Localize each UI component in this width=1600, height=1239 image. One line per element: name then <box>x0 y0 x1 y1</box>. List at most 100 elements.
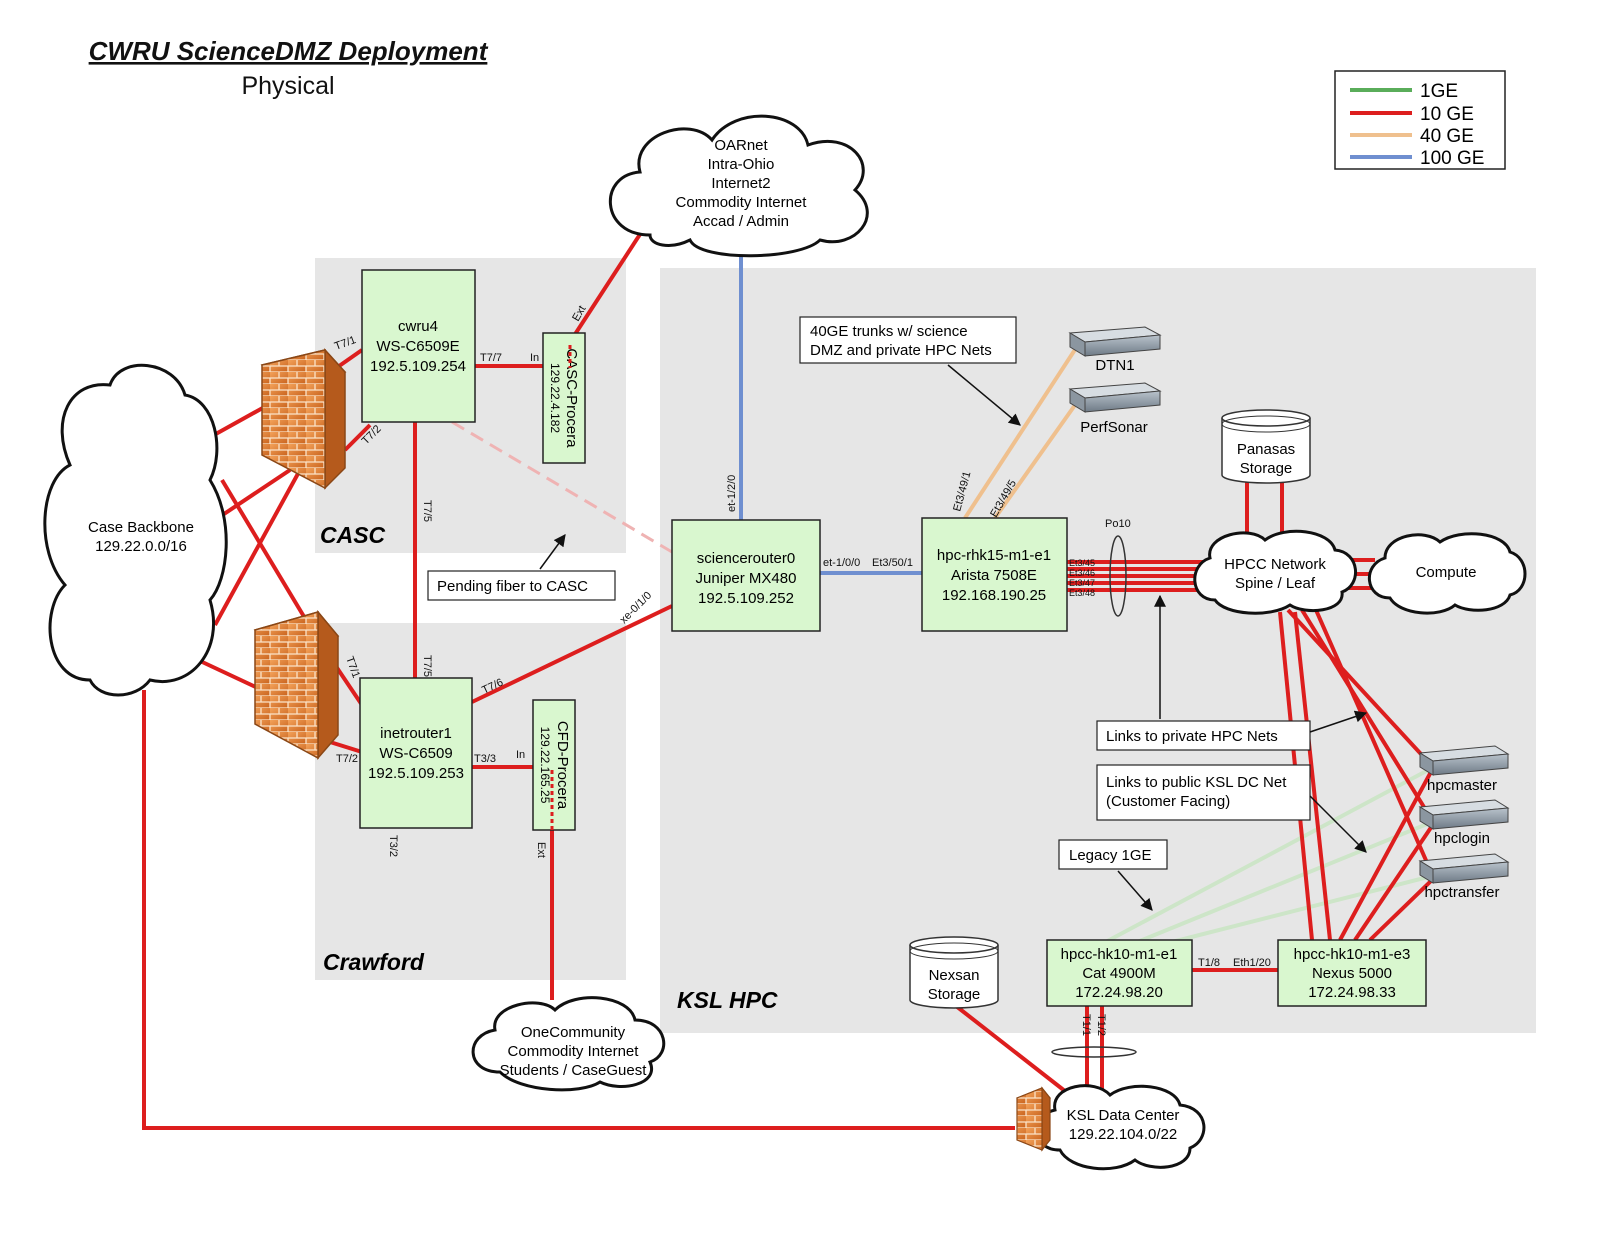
port-t1-8: T1/8 <box>1198 957 1220 969</box>
backbone-name: Case Backbone <box>88 519 194 536</box>
callout-legacy: Legacy 1GE <box>1058 839 1168 911</box>
cat-model: Cat 4900M <box>1082 965 1155 982</box>
cat-ip: 172.24.98.20 <box>1075 984 1163 1001</box>
node-nexus5000[interactable]: hpcc-hk10-m1-e3 Nexus 5000 172.24.98.33 <box>1277 939 1427 1007</box>
cloud-ksl-data-center: KSL Data Center 129.22.104.0/22 <box>1035 1084 1206 1171</box>
legend: 1GE 10 GE 40 GE 100 GE <box>1334 70 1506 170</box>
compute-label: Compute <box>1416 564 1477 581</box>
port-et3-45: Et3/45 <box>1069 558 1095 568</box>
server-hpcmaster-icon[interactable]: hpcmaster <box>1418 745 1510 794</box>
zone-ksl-hpc <box>660 268 1536 1033</box>
port-t7-7: T7/7 <box>480 352 502 364</box>
arista-model: Arista 7508E <box>951 567 1037 584</box>
callout-public-line-1: Links to public KSL DC Net <box>1106 774 1287 791</box>
legend-10ge-label: 10 GE <box>1420 104 1474 125</box>
port-et3-47: Et3/47 <box>1069 578 1095 588</box>
links-100ge <box>739 248 922 575</box>
port-t3-3: T3/3 <box>474 753 496 765</box>
ksldc-subnet: 129.22.104.0/22 <box>1069 1126 1177 1143</box>
oarnet-line-4: Commodity Internet <box>676 194 808 211</box>
sciencerouter0-ip: 192.5.109.252 <box>698 590 794 607</box>
callout-legacy-text: Legacy 1GE <box>1069 847 1152 864</box>
port-t3-2: T3/2 <box>387 835 399 857</box>
node-cfd-procera[interactable]: CFD-Procera 129.22.165.25 <box>532 699 576 831</box>
server-perfsonar-icon[interactable]: PerfSonar <box>1068 382 1162 436</box>
node-arista[interactable]: hpc-rhk15-m1-e1 Arista 7508E 192.168.190… <box>921 517 1068 632</box>
port-t7-5-lower: T7/5 <box>421 655 433 677</box>
panasas-line-1: Panasas <box>1237 441 1295 458</box>
inetrouter1-ip: 192.5.109.253 <box>368 765 464 782</box>
node-inetrouter1[interactable]: inetrouter1 WS-C6509 192.5.109.253 <box>359 677 473 829</box>
callout-private-text: Links to private HPC Nets <box>1106 728 1278 745</box>
perfsonar-label: PerfSonar <box>1080 419 1148 436</box>
onecommunity-line-3: Students / CaseGuest <box>500 1062 648 1079</box>
node-casc-procera[interactable]: CASC-Procera 129.22.4.182 <box>542 332 586 464</box>
oarnet-line-2: Intra-Ohio <box>708 156 775 173</box>
node-sciencerouter0[interactable]: sciencerouter0 Juniper MX480 192.5.109.2… <box>671 519 821 632</box>
port-t1-2: T1/2 <box>1095 1014 1107 1036</box>
links-1ge-legacy <box>1099 766 1433 947</box>
onecommunity-line-1: OneCommunity <box>521 1024 626 1041</box>
nexus-ip: 172.24.98.33 <box>1308 984 1396 1001</box>
zone-crawford-label: Crawford <box>323 949 425 975</box>
oarnet-line-5: Accad / Admin <box>693 213 789 230</box>
arista-ip: 192.168.190.25 <box>942 587 1046 604</box>
sciencerouter0-model: Juniper MX480 <box>696 570 797 587</box>
cloud-hpcc-network: HPCC Network Spine / Leaf <box>1193 529 1358 615</box>
port-t1-1: T1/1 <box>1080 1014 1092 1036</box>
callout-trunks-line-2: DMZ and private HPC Nets <box>810 342 992 359</box>
legend-40ge-label: 40 GE <box>1420 126 1474 147</box>
node-cat4900m[interactable]: hpcc-hk10-m1-e1 Cat 4900M 172.24.98.20 <box>1046 939 1193 1007</box>
callout-private: Links to private HPC Nets <box>1096 594 1368 751</box>
callout-trunks-line-1: 40GE trunks w/ science <box>810 323 968 340</box>
firewall-casc-icon <box>260 348 347 490</box>
hpcmaster-label: hpcmaster <box>1427 777 1497 794</box>
oarnet-line-1: OARnet <box>714 137 768 154</box>
hpcc-line-2: Spine / Leaf <box>1235 575 1316 592</box>
sciencerouter0-name: sciencerouter0 <box>697 550 795 567</box>
firewall-ksl-icon <box>1016 1086 1051 1152</box>
backbone-subnet: 129.22.0.0/16 <box>95 538 187 555</box>
nexus-model: Nexus 5000 <box>1312 965 1392 982</box>
port-et3-48: Et3/48 <box>1069 588 1095 598</box>
hpctransfer-label: hpctransfer <box>1424 884 1499 901</box>
dtn1-label: DTN1 <box>1095 357 1134 374</box>
callout-trunks: 40GE trunks w/ science DMZ and private H… <box>799 316 1021 426</box>
port-t7-2-crawford: T7/2 <box>336 753 358 765</box>
port-eth1-20: Eth1/20 <box>1233 957 1271 969</box>
inetrouter1-model: WS-C6509 <box>379 745 452 762</box>
cloud-onecommunity: OneCommunity Commodity Internet Students… <box>471 996 666 1092</box>
legend-1ge-label: 1GE <box>1420 81 1458 102</box>
storage-panasas-icon: Panasas Storage <box>1221 409 1311 484</box>
firewall-crawford-icon <box>253 609 340 761</box>
storage-nexsan-icon: Nexsan Storage <box>909 936 999 1009</box>
port-po10: Po10 <box>1105 518 1131 530</box>
page-title: CWRU ScienceDMZ Deployment <box>89 36 489 66</box>
inetrouter1-name: inetrouter1 <box>380 725 452 742</box>
port-t7-5-upper: T7/5 <box>421 500 433 522</box>
po10-bundle <box>1109 535 1127 617</box>
links-40ge <box>963 340 1082 520</box>
oarnet-line-3: Internet2 <box>711 175 770 192</box>
server-hpctransfer-icon[interactable]: hpctransfer <box>1418 853 1510 901</box>
onecommunity-line-2: Commodity Internet <box>508 1043 640 1060</box>
port-et-1-2-0: et-1/2/0 <box>726 475 738 512</box>
cloud-oarnet: OARnet Intra-Ohio Internet2 Commodity In… <box>608 114 869 258</box>
callout-pending: Pending fiber to CASC <box>427 534 616 601</box>
ksldc-name: KSL Data Center <box>1067 1107 1180 1124</box>
server-hpclogin-icon[interactable]: hpclogin <box>1418 799 1510 847</box>
cfd-procera-ip: 129.22.165.25 <box>538 727 552 804</box>
arista-name: hpc-rhk15-m1-e1 <box>937 547 1051 564</box>
cat-name: hpcc-hk10-m1-e1 <box>1061 946 1178 963</box>
port-in-casc: In <box>530 352 539 364</box>
port-et-1-0-0: et-1/0/0 <box>823 557 860 569</box>
cwru4-name: cwru4 <box>398 318 438 335</box>
server-dtn1-icon[interactable]: DTN1 <box>1068 326 1162 374</box>
port-in-cfd: In <box>516 749 525 761</box>
casc-procera-ip: 129.22.4.182 <box>548 363 562 433</box>
cloud-compute: Compute <box>1368 532 1527 615</box>
nexsan-line-1: Nexsan <box>929 967 980 984</box>
node-cwru4[interactable]: cwru4 WS-C6509E 192.5.109.254 <box>361 269 476 423</box>
callout-public-line-2: (Customer Facing) <box>1106 793 1230 810</box>
